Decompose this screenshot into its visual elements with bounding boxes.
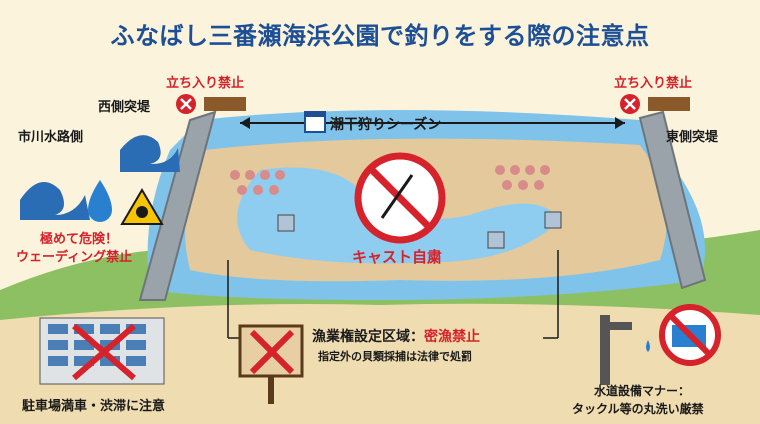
page-title: ふなばし三番瀬海浜公園で釣りをする際の注意点 bbox=[110, 22, 650, 50]
fishing-rights-label: 漁業権設定区域： bbox=[312, 329, 424, 345]
west-no-entry-label: 立ち入り禁止 bbox=[166, 76, 245, 91]
no-fishing-sign-icon bbox=[354, 152, 446, 244]
crowd-left-icon bbox=[230, 170, 285, 195]
faucet-icon bbox=[600, 315, 650, 385]
no-wading-label: ウェーディング禁止 bbox=[16, 250, 133, 265]
shellfish-law-note: 指定外の貝類採捕は法律で処罰 bbox=[318, 350, 472, 363]
bucket-left-icon bbox=[277, 214, 295, 232]
east-no-entry-icon bbox=[620, 94, 640, 114]
bucket-right-icon bbox=[487, 231, 505, 249]
parking-note-label: 駐車場満車・渋滞に注意 bbox=[22, 399, 166, 414]
east-jetty-wall bbox=[638, 110, 707, 290]
west-no-entry-icon bbox=[176, 94, 196, 114]
bucket-right2-icon bbox=[544, 211, 562, 229]
parking-lot-icon bbox=[39, 317, 165, 385]
no-tackle-washing-icon bbox=[659, 304, 721, 366]
calendar-icon bbox=[304, 111, 326, 133]
water-drop-icon bbox=[88, 180, 112, 222]
crowd-right-icon bbox=[495, 165, 550, 190]
west-jetty-label: 西側突堤 bbox=[98, 100, 151, 115]
west-fence bbox=[204, 97, 246, 111]
west-jetty-wall bbox=[138, 110, 217, 301]
cast-restraint-label: キャスト自粛 bbox=[352, 248, 443, 266]
fishing-rights-area: 漁業権設定区域：密漁禁止 bbox=[312, 326, 480, 346]
shiohigari-season-label: 潮干狩りシーズン bbox=[330, 117, 442, 133]
no-shellfish-sign-icon bbox=[238, 324, 304, 404]
ichikawa-side-label: 市川水路側 bbox=[18, 130, 84, 145]
no-tackle-washing-label: タックル等の丸洗い厳禁 bbox=[572, 402, 704, 416]
poaching-prohibited-label: 密漁禁止 bbox=[424, 329, 480, 345]
east-jetty-label: 東側突堤 bbox=[666, 130, 719, 145]
danger-warning-label: 極めて危険！ bbox=[40, 232, 119, 247]
water-manner-title: 水道設備マナー： bbox=[594, 384, 691, 398]
east-fence bbox=[648, 97, 690, 111]
beach-sand bbox=[0, 303, 760, 424]
waves-icon bbox=[20, 135, 180, 220]
east-no-entry-label: 立ち入り禁止 bbox=[614, 76, 693, 91]
